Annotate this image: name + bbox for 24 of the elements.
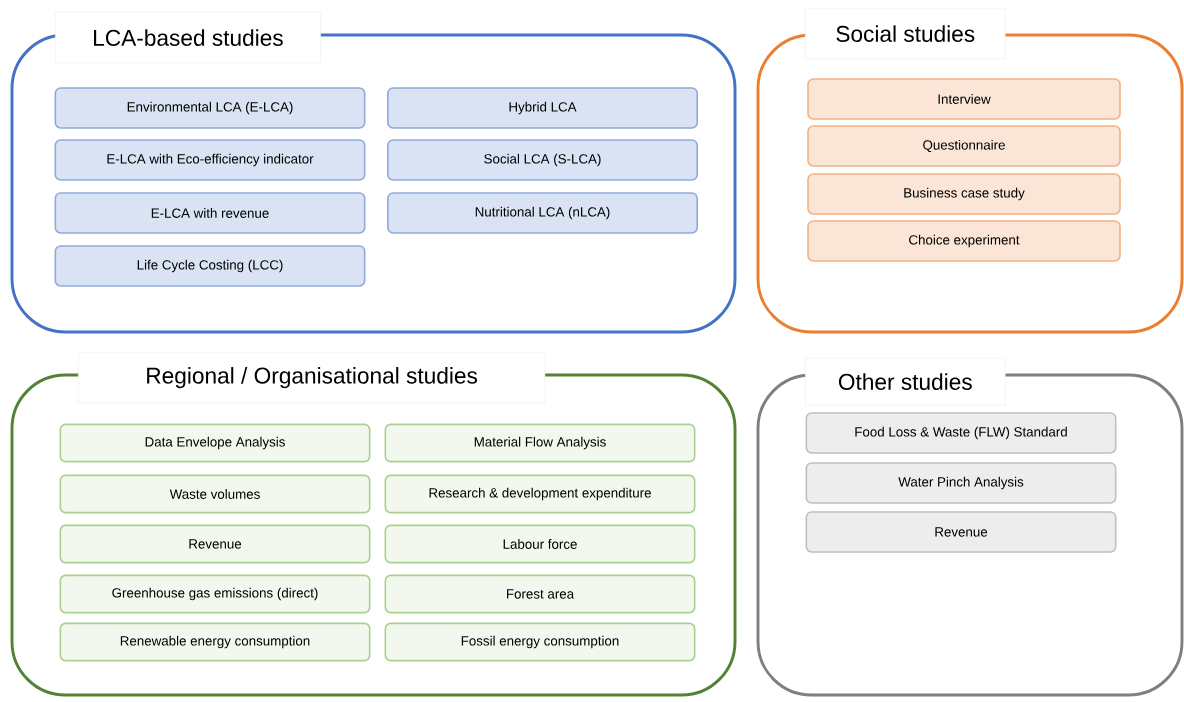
method-box: Revenue [59,524,371,564]
method-box: Water Pinch Analysis [805,462,1117,504]
method-box: Forest area [384,574,696,614]
method-box: Nutritional LCA (nLCA) [387,192,698,234]
method-box: Renewable energy consumption [59,622,371,662]
method-box: Fossil energy consumption [384,622,696,662]
method-box: Choice experiment [807,220,1121,262]
method-box: Business case study [807,173,1121,215]
method-box: Hybrid LCA [387,87,698,129]
method-box: Questionnaire [807,125,1121,167]
method-box: E-LCA with revenue [54,192,366,234]
method-box: Waste volumes [59,474,371,514]
method-box: Food Loss & Waste (FLW) Standard [805,412,1117,454]
method-box: Interview [807,78,1121,120]
method-box: Life Cycle Costing (LCC) [54,245,366,287]
method-box: Material Flow Analysis [384,423,696,463]
method-box: Revenue [805,511,1117,553]
method-box: Greenhouse gas emissions (direct) [59,574,371,614]
method-box: E-LCA with Eco-efficiency indicator [54,139,366,181]
method-box: Environmental LCA (E-LCA) [54,87,366,129]
method-box: Social LCA (S-LCA) [387,139,698,181]
method-box: Data Envelope Analysis [59,423,371,463]
method-box: Labour force [384,524,696,564]
method-box: Research & development expenditure [384,474,696,514]
